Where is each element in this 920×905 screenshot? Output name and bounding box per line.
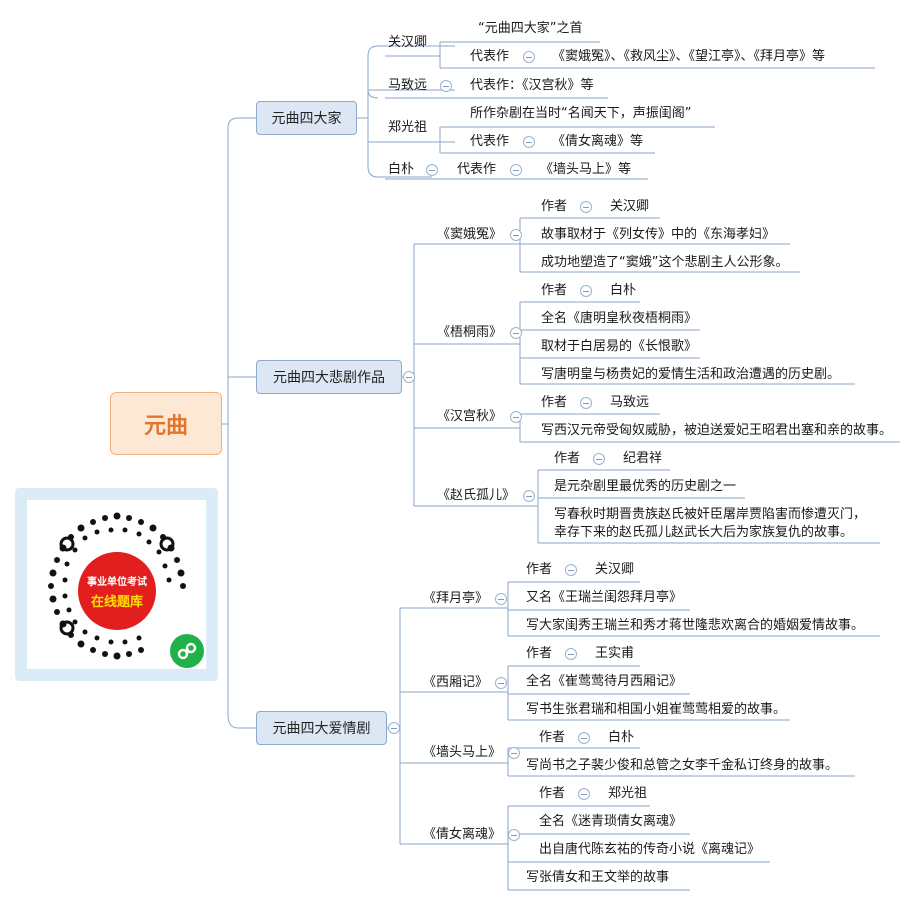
collapse-icon[interactable] (510, 164, 522, 176)
detail[interactable]: 写春秋时期晋贵族赵氏被奸臣屠岸贾陷害而惨遭灭门， (554, 507, 867, 522)
author[interactable]: 关汉卿 (610, 199, 650, 214)
author[interactable]: 纪君祥 (623, 451, 663, 466)
author[interactable]: 白朴 (608, 730, 635, 745)
collapse-icon[interactable] (426, 164, 438, 176)
detail[interactable]: 写西汉元帝受匈奴威胁，被迫送爱妃王昭君出塞和亲的故事。 (541, 423, 893, 438)
tragedy-wutong[interactable]: 《梧桐雨》 (437, 325, 503, 340)
collapse-icon[interactable] (508, 747, 520, 759)
author-label[interactable]: 作者 (539, 786, 566, 801)
qr-code: 事业单位考试 在线题库 (27, 500, 206, 669)
author-label[interactable]: 作者 (526, 646, 553, 661)
collapse-icon[interactable] (388, 722, 400, 734)
qr-code-panel[interactable]: 事业单位考试 在线题库 (15, 488, 218, 681)
guan-first[interactable]: “元曲四大家”之首 (478, 21, 583, 36)
collapse-icon[interactable] (578, 732, 590, 744)
love-xixiang[interactable]: 《西厢记》 (423, 675, 489, 690)
collapse-icon[interactable] (523, 51, 535, 63)
collapse-icon[interactable] (495, 677, 507, 689)
bai-works[interactable]: 《墙头马上》等 (540, 162, 632, 177)
branch-love[interactable]: 元曲四大爱情剧 (256, 711, 387, 745)
qr-line-2: 在线题库 (90, 594, 143, 610)
author[interactable]: 白朴 (610, 283, 637, 298)
branch-four-masters[interactable]: 元曲四大家 (256, 101, 357, 135)
detail[interactable]: 写大家闺秀王瑞兰和秀才蒋世隆悲欢离合的婚姻爱情故事。 (526, 618, 865, 633)
detail[interactable]: 故事取材于《列女传》中的《东海孝妇》 (541, 227, 776, 242)
guan-works-label[interactable]: 代表作 (470, 49, 510, 64)
love-qiannv[interactable]: 《倩女离魂》 (423, 827, 502, 842)
zheng-works-label[interactable]: 代表作 (470, 134, 510, 149)
tragedy-zhaoshi[interactable]: 《赵氏孤儿》 (437, 488, 516, 503)
collapse-icon[interactable] (495, 593, 507, 605)
author-label[interactable]: 作者 (541, 283, 568, 298)
qr-line-1: 事业单位考试 (87, 576, 147, 588)
tragedy-hangong[interactable]: 《汉宫秋》 (437, 409, 503, 424)
collapse-icon[interactable] (580, 397, 592, 409)
detail[interactable]: 写尚书之子裴少俊和总管之女李千金私订终身的故事。 (526, 758, 839, 773)
author[interactable]: 马致远 (610, 395, 650, 410)
collapse-icon[interactable] (580, 285, 592, 297)
master-zheng-guangzu[interactable]: 郑光祖 (388, 120, 428, 135)
collapse-icon[interactable] (440, 80, 452, 92)
root-node[interactable]: 元曲 (110, 392, 222, 455)
author-label[interactable]: 作者 (539, 730, 566, 745)
detail[interactable]: 幸存下来的赵氏孤儿赵武长大后为家族复仇的故事。 (554, 525, 854, 540)
detail[interactable]: 成功地塑造了“窦娥”这个悲剧主人公形象。 (541, 255, 789, 270)
collapse-icon[interactable] (565, 648, 577, 660)
author-label[interactable]: 作者 (541, 199, 568, 214)
mini-program-icon (170, 634, 204, 668)
collapse-icon[interactable] (403, 371, 415, 383)
master-guan-hanqing[interactable]: 关汉卿 (388, 35, 428, 50)
guan-works[interactable]: 《窦娥冤》、《救风尘》、《望江亭》、《拜月亭》等 (552, 49, 826, 64)
detail[interactable]: 全名《迷青琐倩女离魂》 (539, 814, 683, 829)
collapse-icon[interactable] (523, 136, 535, 148)
zheng-works[interactable]: 《倩女离魂》等 (552, 134, 644, 149)
detail[interactable]: 又名《王瑞兰闺怨拜月亭》 (526, 590, 683, 605)
master-bai-pu[interactable]: 白朴 (388, 162, 415, 177)
detail[interactable]: 写张倩女和王文举的故事 (526, 870, 670, 885)
detail[interactable]: 写唐明皇与杨贵妃的爱情生活和政治遭遇的历史剧。 (541, 367, 841, 382)
branch-tragedies[interactable]: 元曲四大悲剧作品 (256, 360, 402, 394)
author[interactable]: 关汉卿 (595, 562, 635, 577)
qr-pattern (48, 512, 186, 660)
author-label[interactable]: 作者 (541, 395, 568, 410)
collapse-icon[interactable] (510, 327, 522, 339)
author[interactable]: 郑光祖 (608, 786, 648, 801)
love-baiyue[interactable]: 《拜月亭》 (423, 591, 489, 606)
collapse-icon[interactable] (593, 453, 605, 465)
master-ma-zhiyuan[interactable]: 马致远 (388, 78, 428, 93)
collapse-icon[interactable] (510, 411, 522, 423)
collapse-icon[interactable] (578, 788, 590, 800)
qr-center-label: 事业单位考试 在线题库 (78, 552, 156, 630)
detail[interactable]: 全名《崔莺莺待月西厢记》 (526, 674, 683, 689)
author-label[interactable]: 作者 (526, 562, 553, 577)
detail[interactable]: 全名《唐明皇秋夜梧桐雨》 (541, 311, 698, 326)
collapse-icon[interactable] (565, 564, 577, 576)
detail[interactable]: 是元杂剧里最优秀的历史剧之一 (554, 479, 737, 494)
collapse-icon[interactable] (508, 829, 520, 841)
zheng-fame[interactable]: 所作杂剧在当时“名闻天下，声振闺阁” (470, 106, 692, 121)
ma-works[interactable]: 代表作：《汉宫秋》等 (470, 78, 594, 93)
detail[interactable]: 出自唐代陈玄祐的传奇小说《离魂记》 (539, 842, 761, 857)
collapse-icon[interactable] (510, 229, 522, 241)
love-qiangtou[interactable]: 《墙头马上》 (423, 745, 502, 760)
author-label[interactable]: 作者 (554, 451, 581, 466)
collapse-icon[interactable] (580, 201, 592, 213)
detail[interactable]: 取材于白居易的《长恨歌》 (541, 339, 698, 354)
collapse-icon[interactable] (523, 490, 535, 502)
detail[interactable]: 写书生张君瑞和相国小姐崔莺莺相爱的故事。 (526, 702, 787, 717)
bai-works-label[interactable]: 代表作 (457, 162, 497, 177)
tragedy-dou-e[interactable]: 《窦娥冤》 (437, 227, 503, 242)
mini-program-glyph (177, 642, 197, 660)
author[interactable]: 王实甫 (595, 646, 635, 661)
